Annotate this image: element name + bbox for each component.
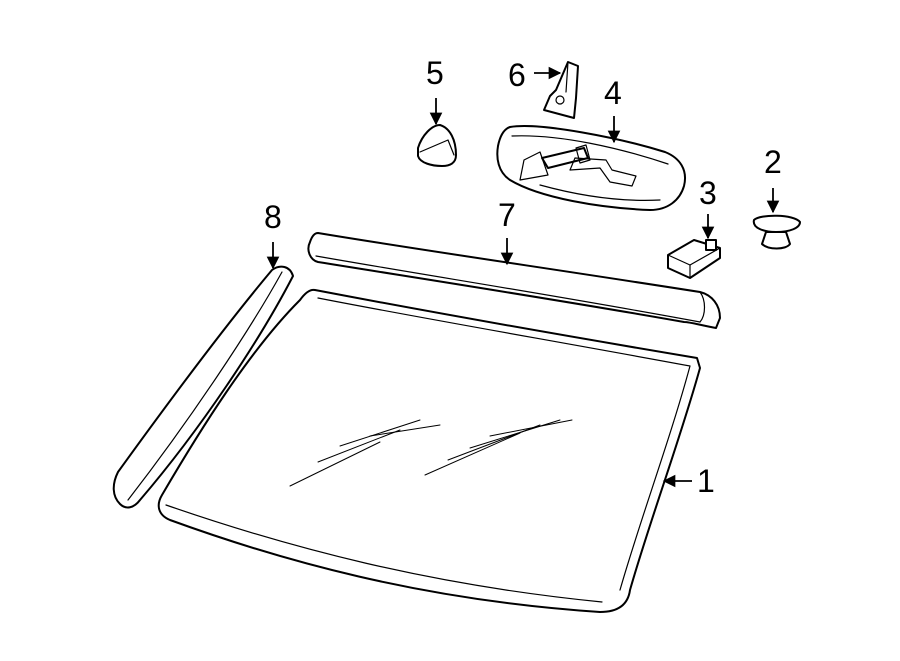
- callout-2: 2: [764, 144, 782, 180]
- callout-4: 4: [604, 75, 622, 111]
- callout-1: 1: [697, 463, 715, 499]
- mirror-cover: [417, 124, 457, 167]
- callout-3: 3: [699, 175, 717, 211]
- callout-8: 8: [264, 199, 282, 235]
- rearview-mirror: [496, 125, 686, 211]
- callout-5: 5: [426, 55, 444, 91]
- push-clip: [752, 214, 801, 250]
- roof-molding: [307, 232, 721, 329]
- bracket-clip: [667, 239, 721, 279]
- mirror-mount: [543, 61, 579, 119]
- callout-7: 7: [498, 197, 516, 233]
- pillar-molding: [112, 265, 294, 509]
- callout-6: 6: [508, 57, 526, 93]
- windshield-glass: [157, 288, 701, 613]
